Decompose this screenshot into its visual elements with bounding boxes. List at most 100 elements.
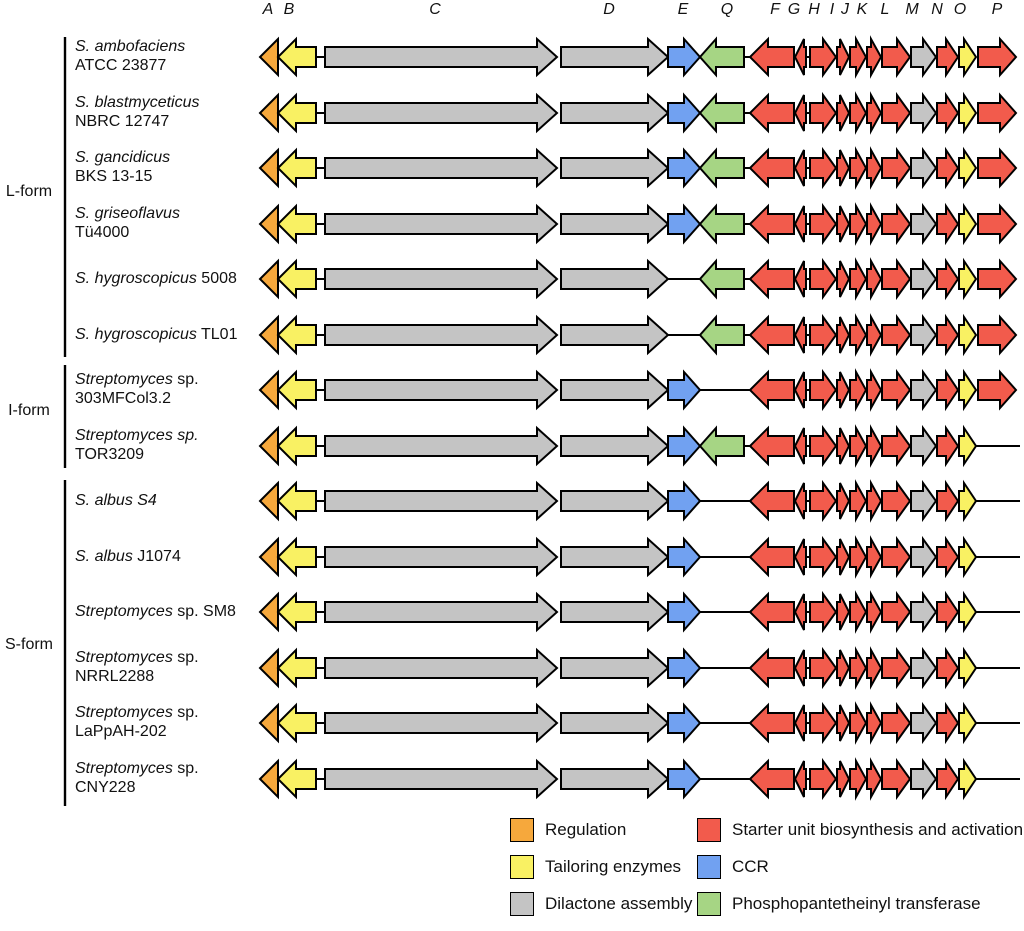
- gene-F-arrow: [748, 258, 795, 300]
- species-label-hygroscopicus-5008: S. hygroscopicus 5008: [75, 269, 260, 288]
- legend-label: Regulation: [545, 820, 627, 839]
- phosphopantetheinyl-transferase-swatch: [697, 892, 721, 916]
- gene-K-arrow: [866, 479, 883, 523]
- legend-label: Starter unit biosynthesis and activation: [732, 820, 1024, 839]
- gene-G-arrow: [793, 649, 807, 687]
- gene-C-arrow: [324, 147, 559, 189]
- gene-C-arrow: [324, 314, 559, 356]
- gene-M-arrow: [910, 757, 938, 801]
- gene-D-arrow: [560, 314, 670, 356]
- gene-A-arrow: [258, 314, 279, 356]
- gene-Q-arrow: [698, 258, 745, 300]
- gene-letter-Q: Q: [720, 1, 734, 18]
- gene-D-arrow: [560, 591, 670, 633]
- gene-D-arrow: [560, 425, 670, 467]
- regulation-swatch: [510, 818, 534, 842]
- species-label-line: BKS 13-15: [75, 168, 153, 185]
- species-label-sp-TOR3209: Streptomyces sp. TOR3209: [75, 426, 260, 464]
- gene-M-arrow: [910, 91, 938, 135]
- gene-N-arrow: [936, 257, 960, 301]
- gene-letter-G: G: [787, 1, 801, 18]
- gene-B-arrow: [276, 36, 317, 78]
- gene-E-arrow: [667, 203, 702, 245]
- gene-letter-I: I: [829, 1, 835, 18]
- species-label-line: TOR3209: [75, 446, 145, 463]
- gene-O-arrow: [958, 479, 978, 523]
- gene-M-arrow: [910, 202, 938, 246]
- gene-Q-arrow: [698, 203, 745, 245]
- gene-J-arrow: [849, 646, 868, 690]
- gene-L-arrow: [881, 313, 912, 357]
- gene-C-arrow: [324, 369, 559, 411]
- gene-O-arrow: [958, 257, 978, 301]
- gene-K-arrow: [866, 424, 883, 468]
- gene-L-arrow: [881, 202, 912, 246]
- gene-I-arrow: [836, 704, 851, 742]
- species-label-line: Streptomyces sp. SM8: [75, 602, 236, 620]
- gene-D-arrow: [560, 758, 670, 800]
- species-label-albus-J1074: S. albus J1074: [75, 547, 260, 566]
- gene-P-arrow: [977, 314, 1018, 356]
- gene-row-sp-SM8: [258, 590, 1020, 634]
- gene-J-arrow: [849, 313, 868, 357]
- gene-E-arrow: [667, 480, 702, 522]
- gene-F-arrow: [748, 425, 795, 467]
- gene-letter-E: E: [677, 1, 689, 18]
- gene-K-arrow: [866, 757, 883, 801]
- gene-letter-L: L: [880, 1, 890, 18]
- gene-A-arrow: [258, 258, 279, 300]
- gene-C-arrow: [324, 425, 559, 467]
- gene-I-arrow: [836, 760, 851, 798]
- gene-J-arrow: [849, 146, 868, 190]
- gene-G-arrow: [793, 149, 807, 187]
- gene-B-arrow: [276, 702, 317, 744]
- gene-row-sp-CNY228: [258, 757, 1020, 801]
- gene-D-arrow: [560, 258, 670, 300]
- gene-H-arrow: [809, 35, 838, 79]
- gene-C-arrow: [324, 647, 559, 689]
- legend-item-ccr: CCR: [697, 855, 1023, 879]
- gene-K-arrow: [866, 535, 883, 579]
- species-label-line: NBRC 12747: [75, 113, 170, 130]
- gene-M-arrow: [910, 479, 938, 523]
- gene-Q-arrow: [698, 314, 745, 356]
- gene-J-arrow: [849, 701, 868, 745]
- gene-D-arrow: [560, 369, 670, 411]
- gene-Q-arrow: [698, 425, 745, 467]
- gene-C-arrow: [324, 203, 559, 245]
- gene-H-arrow: [809, 257, 838, 301]
- gene-J-arrow: [849, 257, 868, 301]
- gene-C-arrow: [324, 480, 559, 522]
- species-label-sp-303MFCol32: Streptomyces sp.303MFCol3.2: [75, 370, 260, 408]
- gene-letter-P: P: [991, 1, 1003, 18]
- gene-M-arrow: [910, 590, 938, 634]
- gene-J-arrow: [849, 590, 868, 634]
- gene-L-arrow: [881, 590, 912, 634]
- gene-O-arrow: [958, 313, 978, 357]
- gene-L-arrow: [881, 479, 912, 523]
- gene-Q-arrow: [698, 92, 745, 134]
- species-label-line: ATCC 23877: [75, 57, 167, 74]
- legend-item-dilactone-assembly: Dilactone assembly: [510, 892, 692, 916]
- gene-L-arrow: [881, 701, 912, 745]
- gene-B-arrow: [276, 92, 317, 134]
- gene-row-hygroscopicus-TL01: [258, 313, 1018, 357]
- gene-I-arrow: [836, 482, 851, 520]
- gene-B-arrow: [276, 369, 317, 411]
- gene-H-arrow: [809, 424, 838, 468]
- gene-letter-J: J: [841, 1, 849, 18]
- species-label-line: Streptomyces sp.: [75, 427, 199, 444]
- gene-A-arrow: [258, 147, 279, 189]
- gene-G-arrow: [793, 371, 807, 409]
- gene-A-arrow: [258, 92, 279, 134]
- species-label-line: S. hygroscopicus TL01: [75, 325, 238, 343]
- gene-letter-B: B: [283, 1, 295, 18]
- gene-C-arrow: [324, 36, 559, 78]
- gene-H-arrow: [809, 368, 838, 412]
- gene-A-arrow: [258, 425, 279, 467]
- gene-F-arrow: [748, 36, 795, 78]
- gene-N-arrow: [936, 701, 960, 745]
- gene-B-arrow: [276, 203, 317, 245]
- species-label-sp-LaPpAH-202: Streptomyces sp.LaPpAH-202: [75, 703, 260, 741]
